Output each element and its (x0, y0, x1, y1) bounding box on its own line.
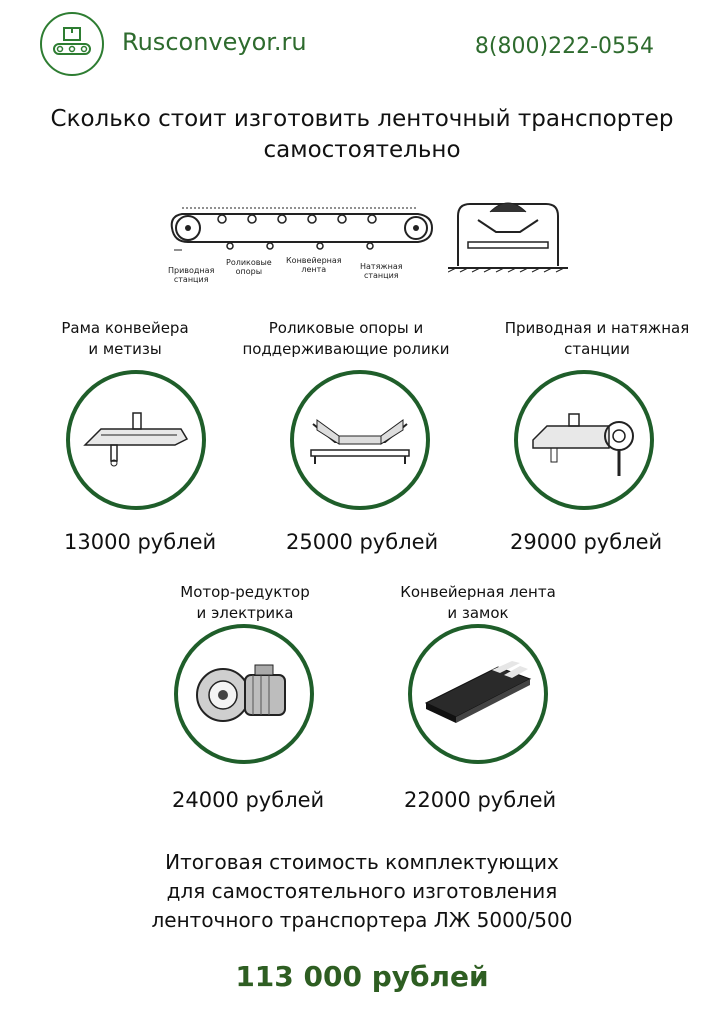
conveyor-diagram: Приводная станция Роликовые опоры Конвей… (160, 186, 570, 290)
item-frame-caption: Рама конвейера и метизы (61, 319, 189, 358)
conveyor-side-view-icon (170, 207, 434, 251)
page-title: Сколько стоит изготовить ленточный транс… (50, 106, 674, 163)
item-motor-circle (174, 624, 314, 764)
drive-station-icon (532, 413, 634, 476)
item-frame-circle (66, 370, 206, 510)
diagram-label-rollers: Роликовые опоры (226, 258, 272, 276)
item-motor-caption: Мотор-редуктор и электрика (180, 583, 310, 622)
conveyor-belt-icon (424, 661, 532, 723)
item-belt-price: 22000 рублей (404, 788, 557, 812)
diagram-label-tension: Натяжная станция (360, 262, 403, 280)
total-price: 113 000 рублей (235, 960, 489, 993)
item-motor-price: 24000 рублей (172, 788, 325, 812)
phone-number[interactable]: 8(800)222-0554 (474, 34, 654, 59)
item-stations-price: 29000 рублей (510, 530, 663, 554)
frame-icon (83, 412, 189, 467)
item-rollers-caption: Роликовые опоры и поддерживающие ролики (242, 319, 450, 358)
item-stations-circle (514, 370, 654, 510)
site-link[interactable]: Rusconveyor.ru (122, 28, 307, 56)
item-belt-caption: Конвейерная лента и замок (400, 583, 556, 622)
conveyor-logo-icon (53, 27, 91, 55)
roller-support-icon (310, 419, 410, 464)
motor-gearbox-icon (196, 664, 286, 722)
item-stations-caption: Приводная и натяжная станции (504, 319, 690, 358)
conveyor-cross-section-icon (448, 202, 568, 273)
item-rollers-price: 25000 рублей (286, 530, 439, 554)
diagram-label-belt: Конвейерная лента (286, 256, 342, 274)
total-description: Итоговая стоимость комплектующих для сам… (151, 850, 573, 932)
item-rollers-circle (290, 370, 430, 510)
item-belt-circle (408, 624, 548, 764)
item-frame-price: 13000 рублей (64, 530, 217, 554)
logo (40, 12, 104, 76)
diagram-label-drive: Приводная станция (168, 266, 215, 284)
